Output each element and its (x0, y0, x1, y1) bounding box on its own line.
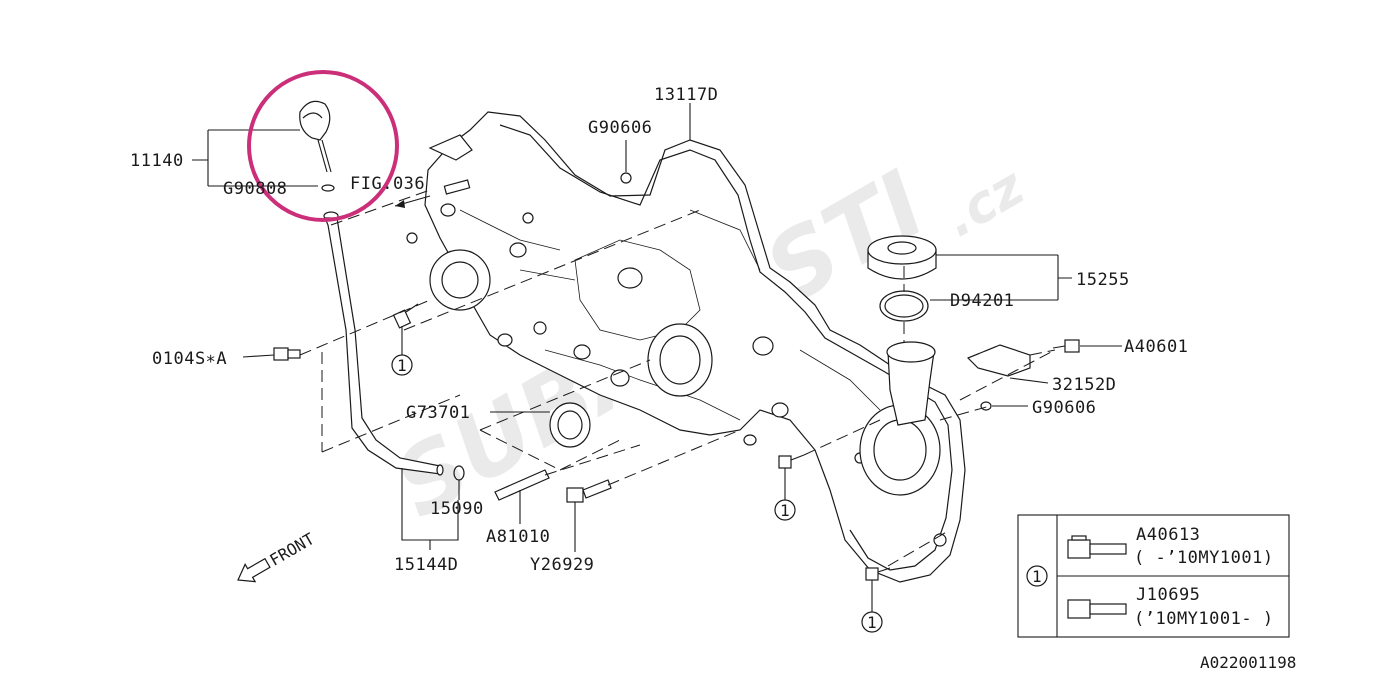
oil-filler-cap[interactable] (867, 235, 937, 280)
label-a81010: A81010 (486, 527, 550, 547)
leader-lines (192, 103, 1122, 612)
oil-filler-neck[interactable] (886, 341, 936, 426)
highlight-circle (247, 70, 399, 222)
label-fig036[interactable]: FIG.036 (350, 174, 425, 194)
legend-row1-part: A40613 (1136, 525, 1200, 545)
stud-a81010[interactable] (494, 469, 550, 501)
front-arrow: FRONT (237, 529, 318, 583)
washer-g90606-right[interactable] (980, 401, 992, 411)
label-15090: 15090 (430, 499, 484, 519)
watermark-suffix: .cz (935, 157, 1036, 250)
label-0104S: 0104S∗A (152, 349, 227, 369)
washer-g90606-top[interactable] (620, 172, 632, 184)
svg-text:1: 1 (780, 501, 790, 520)
legend-bolt-a40613-icon (1067, 535, 1127, 559)
label-g90606-top: G90606 (588, 118, 652, 138)
label-11140: 11140 (130, 151, 184, 171)
assembly-lines (299, 189, 1056, 567)
dipstick-o-ring[interactable] (321, 184, 335, 192)
legend-row2-part: J10695 (1136, 585, 1200, 605)
label-13117D: 13117D (654, 85, 718, 105)
legend-bolt-j10695-icon (1067, 599, 1127, 619)
label-g90808: G90808 (223, 179, 287, 199)
legend-callout (1026, 565, 1048, 587)
legend-row1-range: ( -’10MY1001) (1134, 548, 1274, 568)
label-15255: 15255 (1076, 270, 1130, 290)
legend-row2-range: (’10MY1001- ) (1134, 609, 1274, 629)
label-a40601: A40601 (1124, 337, 1188, 357)
callout-1-center: 1 (774, 499, 796, 521)
label-15144D: 15144D (394, 555, 458, 575)
bolt-0104S[interactable] (273, 347, 301, 361)
legend-table: 1 A40613 ( -’10MY1001) J10695 (’10MY1001… (1017, 514, 1290, 638)
timing-cover[interactable] (406, 111, 966, 583)
bolt-fig036[interactable] (443, 179, 471, 195)
label-g90606-right: G90606 (1032, 398, 1096, 418)
label-y26929: Y26929 (530, 555, 594, 575)
bolt-y26929[interactable] (566, 479, 612, 503)
label-d94201: D94201 (950, 291, 1014, 311)
dipstick[interactable] (299, 100, 332, 173)
callout-1-left: 1 (391, 354, 413, 376)
svg-text:1: 1 (867, 613, 877, 632)
bolt-center-lower[interactable] (778, 454, 805, 469)
seal-g73701[interactable] (549, 402, 591, 448)
filler-o-ring[interactable] (879, 290, 929, 322)
bolt-left-upper[interactable] (392, 303, 419, 329)
label-32152D: 32152D (1052, 375, 1116, 395)
callout-1-bottom: 1 (861, 611, 883, 633)
bolt-a40601[interactable] (1052, 339, 1080, 353)
label-g73701: G73701 (406, 403, 470, 423)
front-label: FRONT (266, 529, 318, 570)
bracket-32152D[interactable] (966, 344, 1031, 377)
dipstick-guide[interactable] (323, 211, 444, 476)
reference-code: A022001198 (1200, 653, 1296, 672)
svg-text:1: 1 (1032, 567, 1042, 586)
svg-text:1: 1 (397, 356, 407, 375)
